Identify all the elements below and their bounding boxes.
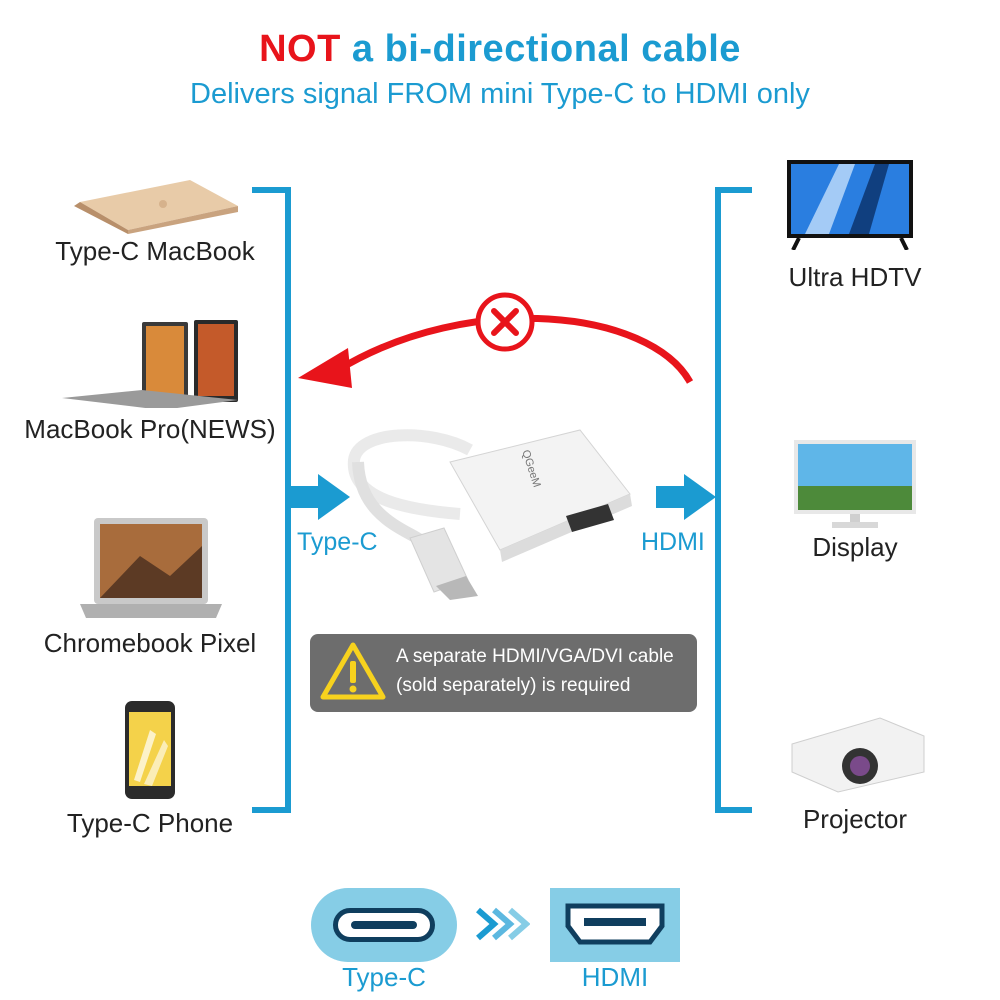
projector-icon [791,717,925,793]
hdmi-port-icon [550,888,680,962]
bottom-label-type-c: Type-C [342,962,426,992]
bottom-label-hdmi: HDMI [581,962,649,992]
source-label-chromebook: Chromebook Pixel [43,628,257,658]
right-bracket [715,187,752,813]
output-port-label: HDMI [641,528,705,556]
warning-line-2: (sold separately) is required [396,675,631,696]
adapter-illustration [347,429,632,600]
type-c-port-icon [311,888,457,962]
phone-icon [125,701,175,799]
chromebook-icon [80,518,222,618]
target-label-projector: Projector [802,804,908,834]
tv-icon [787,160,913,250]
reverse-arrow-icon [298,292,694,388]
left-bracket [252,187,291,813]
output-arrow-icon [656,474,716,520]
page-title: NOT a bi-directional cable [0,28,1000,71]
source-label-macbook: Type-C MacBook [55,236,255,266]
warning-icon [320,642,386,700]
title-rest: a bi-directional cable [340,28,741,70]
page-subtitle: Delivers signal FROM mini Type-C to HDMI… [190,78,810,110]
laptop-pro-icon [62,320,238,408]
warning-line-1: A separate HDMI/VGA/DVI cable [396,646,674,667]
target-label-display: Display [812,532,898,562]
monitor-icon [794,440,916,528]
double-chevron-icon [476,907,530,941]
source-label-macbook-pro: MacBook Pro(NEWS) [24,414,276,444]
title-not: NOT [259,28,341,70]
input-arrow-icon [290,474,350,520]
input-port-label: Type-C [297,528,378,556]
laptop-gold-icon [74,180,238,234]
x-mark [491,308,519,336]
warning-text: A separate HDMI/VGA/DVI cable (sold sepa… [396,642,696,700]
target-label-hdtv: Ultra HDTV [788,262,922,292]
source-label-phone: Type-C Phone [66,808,234,838]
